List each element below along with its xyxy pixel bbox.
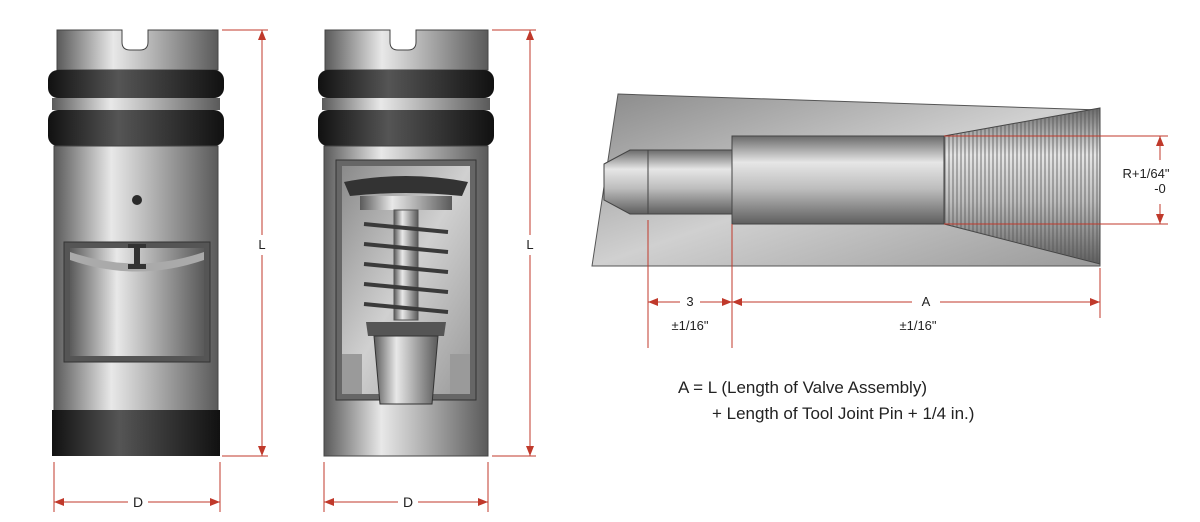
valve-closed-length-label: L: [258, 237, 265, 252]
thread-diameter-label: R+1/64": [1123, 166, 1170, 181]
port-hole: [132, 195, 142, 205]
valve-open-dimensions: [323, 29, 536, 512]
tool-joint-dimensions: [647, 135, 1168, 348]
formula-line-1: A = L (Length of Valve Assembly): [678, 378, 927, 397]
valve-closed-dimensions: [53, 29, 268, 512]
valve-open-arrows: [324, 30, 534, 506]
valve-closed-diameter-label: D: [133, 494, 143, 510]
valve-spring: [363, 222, 449, 314]
dim-3-tolerance: ±1/16": [671, 318, 708, 333]
tool-joint-view: [591, 93, 1101, 267]
thread-tolerance-label: -0: [1154, 181, 1166, 196]
dim-a-tolerance: ±1/16": [899, 318, 936, 333]
dim-3-value: 3: [686, 294, 693, 309]
valve-open-length-label: L: [526, 237, 533, 252]
valve-open-view: [318, 29, 494, 457]
formula-line-2: + Length of Tool Joint Pin + 1/4 in.): [712, 404, 974, 423]
dim-a-value: A: [922, 294, 931, 309]
valve-closed-view: [48, 29, 224, 456]
valve-closed-arrows: [54, 30, 266, 506]
tool-joint-arrows: [648, 136, 1164, 306]
valve-open-diameter-label: D: [403, 494, 413, 510]
